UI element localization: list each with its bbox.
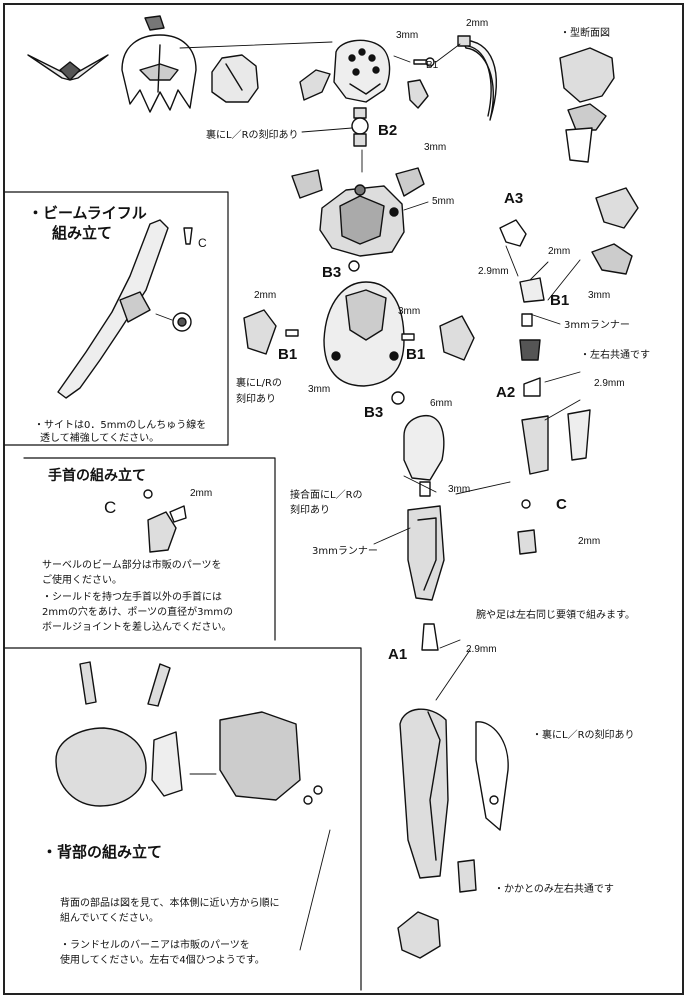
label-a1: A1 bbox=[388, 646, 408, 663]
foot-part bbox=[397, 911, 441, 959]
label-ura-lr-2b: 刻印あり bbox=[236, 394, 276, 405]
head-side-part-right bbox=[407, 79, 429, 109]
back-note-3: ・ランドセルのバーニアは市販のパーツを bbox=[60, 940, 250, 951]
backpack-parts bbox=[55, 661, 323, 807]
back-note-1: 背面の部品は図を見て、本体側に近い方から順に bbox=[60, 898, 280, 909]
label-ura-lr-3: ・裏にL／Rの刻印あり bbox=[532, 730, 635, 741]
instruction-sheet-frame bbox=[3, 3, 684, 995]
label-b2: B2 bbox=[378, 122, 398, 139]
head-hair-part bbox=[121, 15, 197, 113]
label-ura-lr-1: 裏にL／Rの刻印あり bbox=[206, 130, 299, 141]
label-common-lr: ・左右共通です bbox=[580, 350, 650, 361]
label-neck-3mm: 3mm bbox=[424, 142, 447, 153]
wrist-section-title: 手首の組み立て bbox=[48, 468, 146, 484]
label-shoulder-2mm: 2mm bbox=[254, 290, 277, 301]
label-b1-left: B1 bbox=[278, 346, 298, 363]
skirt-armor-left bbox=[243, 309, 277, 355]
wrist-label-2mm: 2mm bbox=[190, 488, 213, 499]
torso-part bbox=[319, 184, 405, 257]
rifle-section-title: ・ビームライフル bbox=[28, 204, 147, 222]
wrist-note-1: サーベルのビーム部分は市販のパーツを bbox=[42, 560, 222, 571]
wrist-label-c: C bbox=[104, 498, 117, 517]
hip-joint bbox=[403, 414, 445, 497]
rifle-label-c: C bbox=[198, 236, 207, 250]
label-a3: A3 bbox=[504, 190, 524, 207]
label-c-right: C bbox=[556, 496, 567, 513]
heel-part bbox=[457, 859, 477, 893]
rifle-section-subtitle: 組み立て bbox=[52, 224, 113, 242]
skirt-armor-right bbox=[439, 315, 475, 361]
wrist-note-4: 2mmの穴をあけ、ポーツの直径が3mmの bbox=[42, 607, 233, 618]
label-runner-3mm-right: 3mmランナー bbox=[564, 320, 630, 331]
label-hip-6mm: 6mm bbox=[430, 398, 453, 409]
antenna-part bbox=[457, 35, 497, 121]
label-arm-2-9mm: 2.9mm bbox=[478, 266, 509, 277]
label-runner-3mm-left: 3mmランナー bbox=[312, 546, 378, 557]
label-section-view: ・型断面図 bbox=[560, 28, 610, 39]
head-side-part-left bbox=[299, 69, 331, 101]
leader-lines bbox=[155, 41, 581, 951]
label-thigh-3mm: 3mm bbox=[448, 484, 471, 495]
label-torso-5mm: 5mm bbox=[432, 196, 455, 207]
label-a2: A2 bbox=[496, 384, 516, 401]
section-borders bbox=[4, 191, 362, 991]
neck-joint bbox=[351, 107, 369, 147]
label-arm-2mm: 2mm bbox=[548, 246, 571, 257]
face-part bbox=[211, 54, 259, 103]
label-joint-lr-a: 接合面にL／Rの bbox=[290, 490, 363, 501]
label-heel-common: ・かかとのみ左右共通です bbox=[494, 884, 614, 895]
label-b1-right: B1 bbox=[406, 346, 426, 363]
waist-part bbox=[323, 281, 405, 387]
label-head-b1: B1 bbox=[426, 60, 439, 71]
back-note-4: 使用してください。左右で4個ひつようです。 bbox=[60, 955, 265, 966]
label-b3-bottom: B3 bbox=[364, 404, 384, 421]
label-a2-2-9mm: 2.9mm bbox=[594, 378, 625, 389]
wrist-note-3: ・シールドを持つ左手首以外の手首には bbox=[42, 592, 222, 603]
forearm-part bbox=[521, 409, 591, 475]
small-pin bbox=[413, 57, 435, 67]
rifle-note-2: 透して補強してください。 bbox=[40, 433, 160, 444]
label-joint-lr-b: 刻印あり bbox=[290, 505, 330, 516]
label-c-right-2mm: 2mm bbox=[578, 536, 601, 547]
upper-arm-part bbox=[499, 187, 639, 397]
pins-waist bbox=[285, 260, 415, 405]
beam-rifle-part bbox=[57, 219, 193, 399]
v-fin-part bbox=[27, 54, 109, 81]
label-waist-3mm: 3mm bbox=[308, 384, 331, 395]
shoulder-block-left bbox=[291, 169, 323, 199]
label-arm-b1: B1 bbox=[550, 292, 570, 309]
label-head-2mm: 2mm bbox=[466, 18, 489, 29]
label-shoulder-3mm: 3mm bbox=[398, 306, 421, 317]
wrist-note-5: ボールジョイントを差し込んでください。 bbox=[42, 622, 232, 633]
label-limbs-same: 腕や足は左右同じ要領で組みます。 bbox=[476, 610, 635, 621]
shin-armor-part bbox=[475, 721, 509, 831]
shoulder-block-right bbox=[395, 167, 425, 197]
label-ura-lr-2a: 裏にL/Rの bbox=[236, 378, 282, 389]
label-a1-2-9mm: 2.9mm bbox=[466, 644, 497, 655]
main-head-part bbox=[333, 39, 391, 103]
shin-part bbox=[399, 708, 449, 879]
thigh-part bbox=[407, 505, 445, 601]
wrist-note-2: ご使用ください。 bbox=[42, 575, 122, 586]
label-head-3mm: 3mm bbox=[396, 30, 419, 41]
wrist-part bbox=[143, 489, 187, 553]
knee-part bbox=[421, 623, 439, 651]
back-note-2: 組んでいてください。 bbox=[60, 913, 159, 924]
label-arm-3mm: 3mm bbox=[588, 290, 611, 301]
label-b3-top: B3 bbox=[322, 264, 342, 281]
hand-part bbox=[517, 499, 537, 555]
back-section-title: ・背部の組み立て bbox=[42, 843, 163, 861]
section-view-drawing bbox=[559, 47, 615, 163]
rifle-note-1: ・サイトは0．5mmのしんちゅう線を bbox=[34, 420, 207, 431]
